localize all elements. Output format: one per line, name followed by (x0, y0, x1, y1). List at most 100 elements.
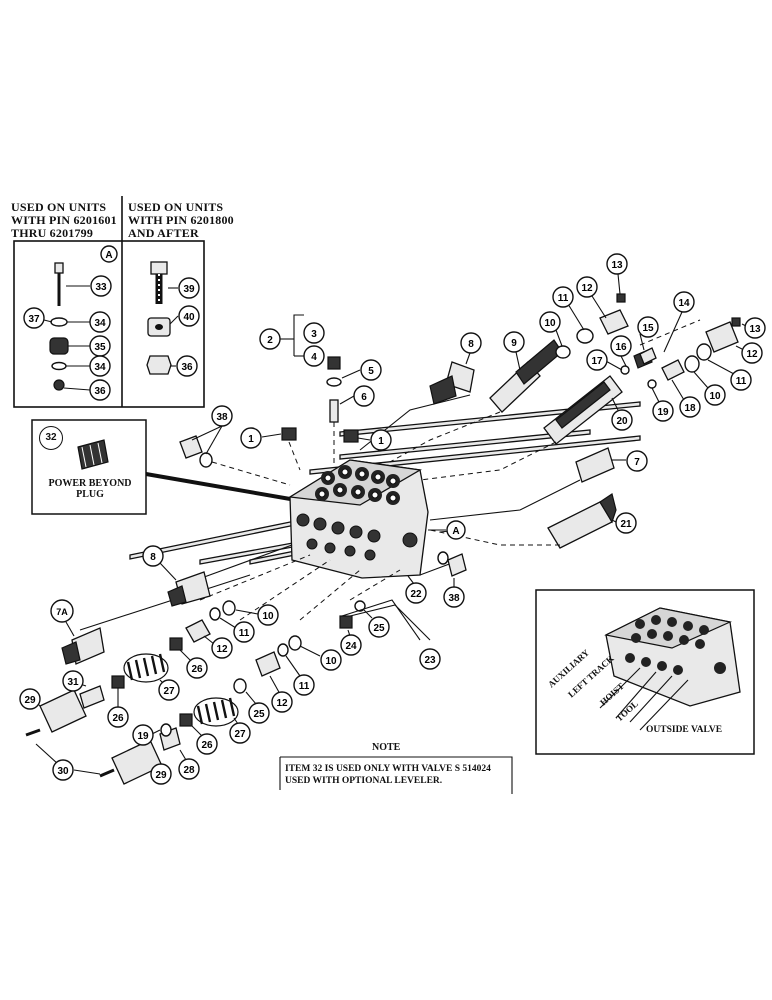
svg-text:38: 38 (448, 593, 460, 604)
spool-8-upper (429, 361, 475, 405)
svg-text:11: 11 (299, 681, 310, 692)
svg-text:25: 25 (253, 709, 265, 720)
plug-38-upper (179, 435, 291, 486)
callout-A-main: A (428, 520, 466, 540)
callout-11c: 11 (219, 617, 255, 643)
svg-text:26: 26 (191, 664, 203, 675)
svg-text:10: 10 (262, 611, 274, 622)
callout-37: 37 (23, 307, 53, 329)
inset-frame (13, 196, 205, 408)
svg-text:28: 28 (183, 765, 195, 776)
callout-28: 28 (178, 749, 200, 780)
note-frame (280, 756, 513, 794)
svg-text:27: 27 (163, 686, 175, 697)
callout-11d: 11 (285, 655, 315, 696)
svg-text:19: 19 (657, 407, 669, 418)
callout-19b: 19 (132, 724, 161, 746)
svg-text:26: 26 (201, 740, 213, 751)
svg-text:12: 12 (581, 283, 593, 294)
plug-38-lower (437, 551, 467, 577)
svg-text:15: 15 (642, 323, 654, 334)
callout-31: 31 (62, 670, 87, 692)
svg-text:20: 20 (616, 416, 628, 427)
callout-22: 22 (405, 575, 427, 604)
callout-30: 30 (35, 743, 101, 781)
callout-3: 3 (303, 322, 325, 344)
callout-6: 6 (339, 385, 375, 407)
callout-A-inset: A (100, 245, 118, 263)
svg-text:25: 25 (373, 623, 385, 634)
svg-text:30: 30 (57, 766, 69, 777)
svg-text:36: 36 (181, 362, 193, 373)
svg-text:26: 26 (112, 713, 124, 724)
callout-18: 18 (671, 379, 701, 418)
callout-24: 24 (340, 629, 362, 656)
callout-16: 16 (610, 335, 632, 367)
callout-26c: 26 (107, 688, 129, 728)
callout-36b: 36 (170, 355, 198, 377)
svg-text:19: 19 (137, 731, 149, 742)
callout-1a: 1 (240, 427, 282, 449)
callout-8a: 8 (460, 332, 482, 365)
svg-text:17: 17 (591, 356, 603, 367)
svg-text:11: 11 (736, 376, 747, 387)
callout-36a: 36 (63, 379, 111, 401)
svg-text:10: 10 (544, 318, 556, 329)
callout-34a: 34 (67, 311, 111, 333)
svg-text:13: 13 (611, 260, 623, 271)
note-text: ITEM 32 IS USED ONLY WITH VALVE S 514024… (285, 764, 491, 786)
callout-14: 14 (663, 291, 695, 353)
callout-40: 40 (169, 305, 200, 327)
valve-body (288, 459, 429, 579)
outside-valve-box (535, 589, 755, 755)
svg-text:11: 11 (558, 293, 569, 304)
power-beyond-label: POWER BEYOND PLUG (48, 478, 132, 500)
callout-33: 33 (66, 275, 112, 297)
callout-35: 35 (68, 335, 111, 357)
callout-7A: 7A (50, 599, 75, 637)
svg-text:22: 22 (410, 589, 422, 600)
callout-13a: 13 (606, 253, 628, 295)
svg-text:12: 12 (216, 644, 228, 655)
plugs-1 (281, 427, 359, 471)
callout-38b: 38 (443, 578, 465, 608)
svg-text:4: 4 (311, 352, 317, 363)
svg-text:9: 9 (511, 338, 517, 349)
svg-text:18: 18 (684, 403, 696, 414)
svg-text:2: 2 (267, 335, 273, 346)
outside-valve-body (604, 607, 741, 707)
svg-text:16: 16 (615, 342, 627, 353)
callout-8b: 8 (142, 545, 177, 581)
callout-21: 21 (611, 512, 637, 534)
callout-26a: 26 (179, 649, 208, 679)
callout-27a: 27 (158, 679, 180, 701)
inset-header-right: USED ON UNITS WITH PIN 6201800 AND AFTER (128, 200, 234, 240)
lower-parts (25, 571, 366, 785)
note-title: NOTE (372, 742, 401, 753)
svg-text:13: 13 (749, 324, 761, 335)
callout-10d: 10 (299, 645, 342, 671)
svg-text:35: 35 (94, 342, 106, 353)
svg-text:12: 12 (746, 349, 758, 360)
power-beyond-callout: 32 (39, 426, 63, 450)
callouts: 33 37 34 35 34 36 39 40 36 2 3 4 5 6 1 1… (19, 245, 766, 785)
svg-text:14: 14 (678, 298, 690, 309)
callout-4: 4 (303, 345, 325, 367)
inset-right-parts (146, 261, 172, 375)
callout-19a: 19 (651, 387, 674, 422)
inset-header-left: USED ON UNITS WITH PIN 6201601 THRU 6201… (11, 200, 117, 240)
svg-text:12: 12 (276, 698, 288, 709)
svg-text:39: 39 (183, 284, 195, 295)
callout-13b: 13 (741, 317, 766, 339)
callout-9: 9 (503, 331, 525, 371)
svg-text:7A: 7A (56, 607, 68, 617)
callout-10a: 10 (539, 311, 563, 347)
callout-27b: 27 (229, 717, 251, 744)
bracket-23 (341, 599, 421, 641)
callout-12b: 12 (735, 342, 763, 364)
svg-text:38: 38 (216, 412, 228, 423)
bracket-2 (293, 314, 304, 334)
svg-text:31: 31 (67, 677, 79, 688)
svg-text:34: 34 (94, 362, 106, 373)
callout-10c: 10 (235, 604, 279, 626)
